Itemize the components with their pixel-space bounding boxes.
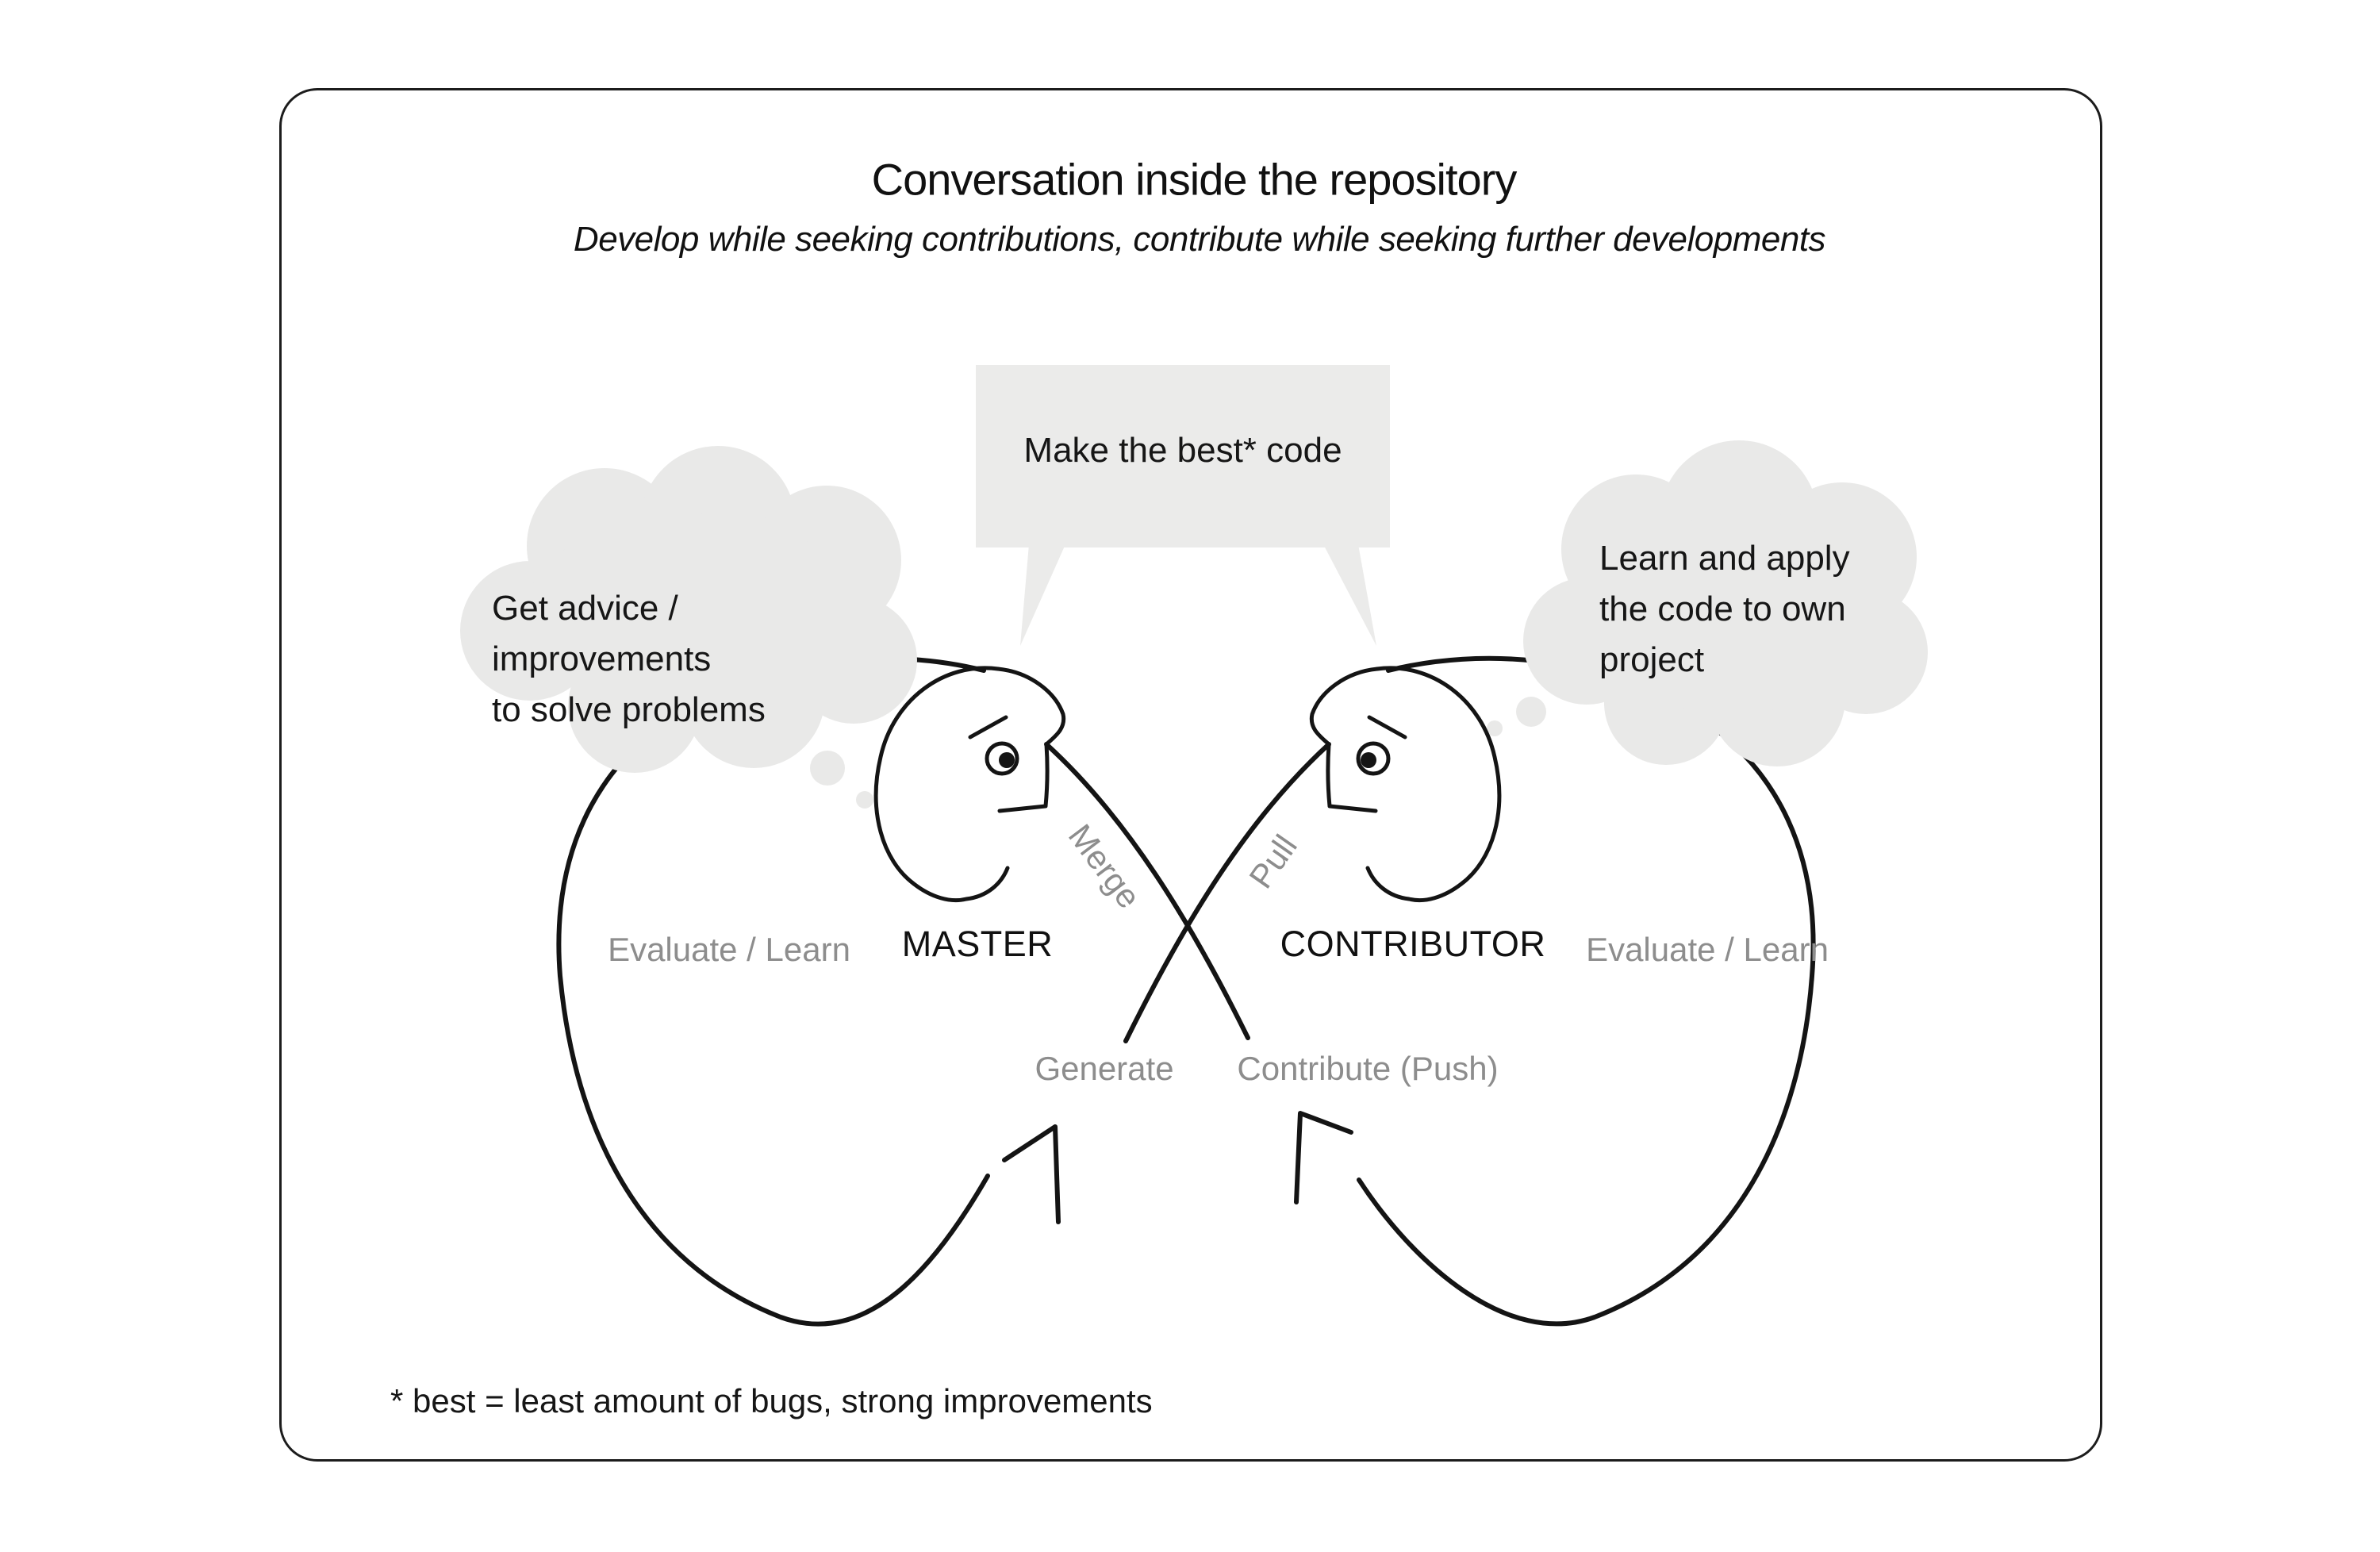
- master-eye: [985, 741, 1019, 776]
- thought-dot-small-contributor: [1487, 720, 1503, 736]
- merge-line: [1044, 742, 1250, 1040]
- contributor-label: CONTRIBUTOR: [1280, 924, 1546, 964]
- pull-line: [1123, 742, 1331, 1043]
- contribute-push-label: Contribute (Push): [1237, 1050, 1499, 1087]
- thought-cloud-master-text: Get advice / improvements to solve probl…: [492, 589, 766, 729]
- page-subtitle: Develop while seeking contributions, con…: [573, 220, 1826, 259]
- evaluate-learn-label-contributor: Evaluate / Learn: [1586, 931, 1829, 968]
- thought-cloud-contributor-shape: [1487, 440, 1928, 766]
- diagram-border: [279, 88, 2102, 1462]
- speech-bubble-tail-master: [1020, 544, 1065, 646]
- contributor-face: [1309, 666, 1502, 903]
- contributor-loop-arrowhead: [1294, 1111, 1353, 1204]
- contributor-pupil: [1361, 752, 1376, 768]
- master-pupil: [999, 752, 1015, 768]
- master-loop-arrowhead: [1002, 1124, 1061, 1224]
- thought-dot-small-master: [856, 791, 873, 809]
- footnote: * best = least amount of bugs, strong im…: [390, 1382, 1153, 1419]
- evaluate-learn-label-master: Evaluate / Learn: [608, 931, 850, 968]
- master-face: [873, 666, 1066, 903]
- thought-dot-large-master: [810, 751, 845, 786]
- page-title: Conversation inside the repository: [871, 154, 1518, 205]
- contributor-eye: [1356, 741, 1391, 776]
- speech-bubble-shape: [976, 365, 1390, 646]
- speech-bubble-text: Make the best* code: [1023, 431, 1342, 470]
- master-label: MASTER: [901, 924, 1054, 964]
- thought-cloud-master-shape: [460, 446, 917, 809]
- contributor-eyebrow: [1367, 715, 1407, 740]
- generate-label: Generate: [1035, 1050, 1174, 1087]
- speech-bubble-tail-contributor: [1323, 544, 1376, 646]
- master-eyebrow: [968, 715, 1008, 740]
- thought-cloud-contributor-text: Learn and apply the code to own project: [1599, 539, 1850, 679]
- thought-dot-large-contributor: [1516, 697, 1546, 727]
